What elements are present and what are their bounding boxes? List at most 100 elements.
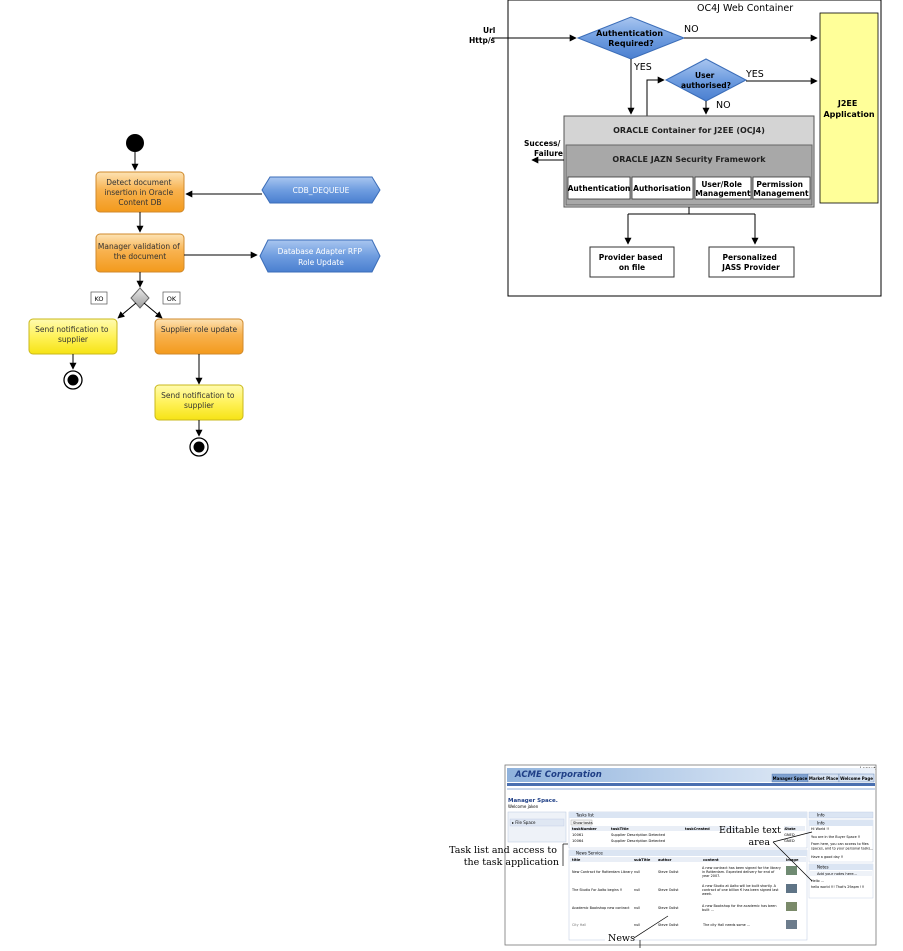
svg-text:author: author bbox=[658, 858, 672, 862]
initial-node bbox=[126, 134, 144, 152]
svg-text:taskNumber: taskNumber bbox=[572, 827, 597, 831]
news-row[interactable]: New Contract for Rotterdam Library null … bbox=[572, 866, 797, 880]
user-authorised-decision: User authorised? bbox=[664, 58, 748, 102]
svg-text:Market Place: Market Place bbox=[809, 776, 839, 781]
portal-screenshot: Logout ACME Corporation Manager Space Ma… bbox=[449, 764, 877, 948]
svg-text:Show tasks: Show tasks bbox=[573, 821, 593, 825]
svg-text:taskCreated: taskCreated bbox=[685, 827, 710, 831]
svg-text:City Hall: City Hall bbox=[572, 923, 586, 927]
svg-text:You are in the Buyer Space !!: You are in the Buyer Space !! bbox=[811, 835, 860, 839]
tasks-list-title: Tasks list bbox=[575, 813, 594, 818]
svg-text:Academic Bookshop new contract: Academic Bookshop new contract bbox=[572, 906, 630, 910]
svg-text:The city Hall needs some ...: The city Hall needs some ... bbox=[702, 923, 750, 927]
activity-diagram: Detect document insertion in Oracle Cont… bbox=[28, 134, 381, 457]
svg-text:From here, you can access to f: From here, you can access to files bbox=[811, 842, 869, 846]
svg-text:Detect document insert: Detect document insertion in Oracle Cont… bbox=[104, 178, 175, 207]
welcome-text: Welcome jaken bbox=[508, 804, 539, 809]
svg-text:KO: KO bbox=[94, 295, 103, 303]
notes-add-link[interactable]: Add your notes here... bbox=[817, 872, 857, 876]
task-list-annotation: Task list and access to the task applica… bbox=[449, 845, 560, 868]
svg-text:Database Adapter RFP R: Database Adapter RFP Role Update bbox=[278, 247, 365, 267]
notes-title: Notes bbox=[817, 865, 829, 870]
svg-text:J2EE Application: J2EE Application bbox=[823, 99, 874, 119]
svg-text:Supplier Description Detected: Supplier Description Detected bbox=[611, 839, 665, 843]
oc4j-container: ORACLE Container for J2EE (OCJ4) ORACLE … bbox=[563, 115, 815, 208]
svg-text:ASSIGNED: ASSIGNED bbox=[776, 833, 795, 837]
tab-welcome-page[interactable] bbox=[838, 773, 875, 783]
svg-text:ORACLE JAZN Security Framework: ORACLE JAZN Security Framework bbox=[612, 155, 766, 164]
svg-text:Hello ...: Hello ... bbox=[811, 879, 824, 883]
supplier-role-update-action: Supplier role update bbox=[154, 318, 244, 355]
info-title: Info bbox=[817, 813, 825, 818]
j2ee-application: J2EE Application bbox=[819, 12, 879, 204]
svg-text:Welcome Page: Welcome Page bbox=[840, 776, 873, 781]
task-row[interactable]: 10061 Supplier Description Detected ASSI… bbox=[572, 833, 795, 837]
svg-text:Send notification to s: Send notification to supplier bbox=[35, 325, 111, 344]
provider-jass: Personalized JASS Provider bbox=[708, 246, 795, 278]
svg-text:NO: NO bbox=[716, 100, 731, 111]
svg-text:Personalized JASS Prov: Personalized JASS Provider bbox=[721, 253, 780, 272]
show-tasks-button[interactable] bbox=[570, 819, 593, 826]
task-row[interactable]: 10064 Supplier Description Detected ASSI… bbox=[572, 839, 795, 843]
sidebar-item-file-space[interactable]: ▸ File Space bbox=[512, 820, 536, 825]
svg-text:Supplier Description Detected: Supplier Description Detected bbox=[611, 833, 665, 837]
svg-text:taskTitle: taskTitle bbox=[611, 827, 629, 831]
svg-text:Permission Management: Permission Management bbox=[753, 180, 809, 198]
url-label: Url Http/s bbox=[469, 26, 498, 45]
notify-supplier-ko-action: Send notification to supplier bbox=[28, 318, 118, 355]
svg-text:null: null bbox=[634, 906, 640, 910]
svg-text:NO: NO bbox=[684, 24, 699, 35]
brand-title: ACME Corporation bbox=[514, 770, 602, 780]
svg-text:The Studio For Aalto begins !!: The Studio For Aalto begins !! bbox=[571, 888, 623, 892]
svg-text:hello world !!! That's 29apm !: hello world !!! That's 29apm !!! bbox=[811, 885, 864, 889]
svg-text:ORACLE Container for J2EE (OCJ: ORACLE Container for J2EE (OCJ4) bbox=[613, 126, 765, 135]
svg-text:null: null bbox=[634, 870, 640, 874]
news-row[interactable]: The Studio For Aalto begins !! null Stev… bbox=[571, 884, 797, 898]
svg-text:Send notification to s: Send notification to supplier bbox=[161, 391, 237, 410]
svg-text:null: null bbox=[634, 888, 640, 892]
svg-text:Manager validation of: Manager validation of the document bbox=[98, 242, 182, 261]
notes-text[interactable]: Hello ... hello world !!! That's 29apm !… bbox=[811, 879, 864, 889]
news-row[interactable]: City Hall null Steve Oolist The city Hal… bbox=[572, 920, 797, 929]
svg-text:ASSIGNED: ASSIGNED bbox=[776, 839, 795, 843]
web-container-title: OC4J Web Container bbox=[697, 3, 793, 14]
svg-text:image: image bbox=[786, 858, 799, 862]
svg-text:Hi World !!: Hi World !! bbox=[811, 827, 829, 831]
svg-text:Manager Space: Manager Space bbox=[773, 776, 808, 781]
svg-text:CDB_DEQUEUE: CDB_DEQUEUE bbox=[293, 186, 350, 195]
architecture-diagram: OC4J Web Container Url Http/s Authentica… bbox=[469, 0, 882, 297]
space-title: Manager Space. bbox=[508, 798, 558, 804]
detect-document-action: Detect document insertion in Oracle Cont… bbox=[95, 171, 185, 213]
success-failure-label: Success/ Failure bbox=[524, 139, 563, 158]
svg-text:Provider based on file: Provider based on file bbox=[599, 253, 666, 272]
svg-text:Supplier role update: Supplier role update bbox=[161, 325, 238, 334]
final-node-ko bbox=[63, 370, 83, 390]
svg-text:taskState: taskState bbox=[776, 827, 796, 831]
svg-text:10061: 10061 bbox=[572, 833, 583, 837]
provider-file: Provider based on file bbox=[589, 246, 675, 278]
svg-text:Steve Oolist: Steve Oolist bbox=[658, 870, 679, 874]
svg-text:User authorised?: User authorised? bbox=[681, 71, 731, 90]
svg-text:Steve Oolist: Steve Oolist bbox=[658, 906, 679, 910]
svg-text:User/Role Management: User/Role Management bbox=[695, 180, 751, 198]
info-text[interactable]: Hi World !! You are in the Buyer Space !… bbox=[811, 827, 873, 859]
news-annotation: News bbox=[608, 933, 635, 944]
svg-text:Have a good day !!: Have a good day !! bbox=[811, 855, 844, 859]
ko-label: KO bbox=[90, 291, 108, 305]
final-node-ok bbox=[189, 437, 209, 457]
svg-text:title: title bbox=[572, 858, 581, 862]
manager-validation-action: Manager validation of the document bbox=[95, 233, 185, 273]
svg-text:YES: YES bbox=[633, 62, 652, 73]
database-adapter-node: Database Adapter RFP Role Update bbox=[259, 239, 381, 273]
svg-text:OK: OK bbox=[167, 295, 177, 303]
svg-text:Info: Info bbox=[817, 821, 825, 826]
svg-text:null: null bbox=[634, 923, 640, 927]
svg-text:Authentication: Authentication bbox=[568, 184, 631, 193]
svg-text:New Contract for Rotterdam Lib: New Contract for Rotterdam Library bbox=[572, 870, 633, 874]
svg-text:spaces, and to your personal t: spaces, and to your personal tasks... bbox=[811, 847, 873, 851]
news-row[interactable]: Academic Bookshop new contract null Stev… bbox=[572, 902, 797, 914]
svg-text:Steve Oolist: Steve Oolist bbox=[658, 888, 679, 892]
notify-supplier-ok-action: Send notification to supplier bbox=[154, 384, 244, 421]
svg-text:Authentication Require: Authentication Required? bbox=[596, 29, 666, 48]
editable-annotation: Editable text area bbox=[719, 825, 784, 848]
